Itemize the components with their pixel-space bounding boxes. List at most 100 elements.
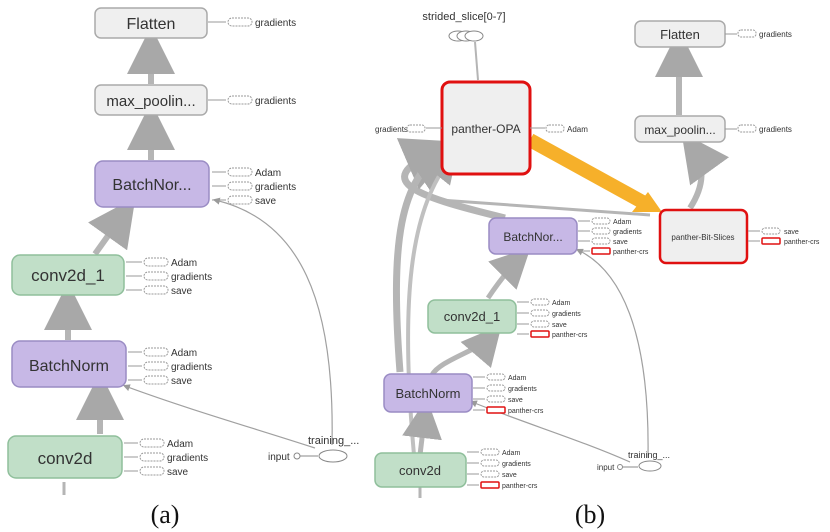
node-training-a[interactable]: training_... bbox=[308, 435, 359, 463]
svg-text:gradients: gradients bbox=[171, 272, 212, 283]
svg-text:save: save bbox=[508, 397, 523, 404]
caption-a: (a) bbox=[151, 500, 180, 529]
panel-a: gradients gradients Adam gradients save bbox=[7, 7, 359, 529]
svg-text:BatchNor...: BatchNor... bbox=[112, 177, 191, 194]
aux-maxpool-gradients: gradients bbox=[208, 95, 296, 107]
svg-text:gradients: gradients bbox=[255, 182, 296, 193]
aux-batchnorm-top-b-group: Adam gradients save panther-crs bbox=[578, 217, 649, 256]
svg-text:gradients: gradients bbox=[171, 362, 212, 373]
svg-text:panther-crs: panther-crs bbox=[613, 249, 649, 256]
svg-text:gradients: gradients bbox=[613, 229, 642, 236]
svg-text:training_...: training_... bbox=[628, 450, 670, 460]
edge-panther-strided bbox=[474, 41, 479, 81]
svg-text:Adam: Adam bbox=[613, 219, 631, 226]
node-conv2d1-b[interactable]: conv2d_1 bbox=[427, 299, 517, 334]
svg-text:max_poolin...: max_poolin... bbox=[106, 93, 195, 110]
node-batchnorm-b[interactable]: BatchNorm bbox=[383, 373, 473, 413]
node-strided-slice[interactable]: strided_slice[0-7] bbox=[422, 11, 506, 42]
edge-training-batchnorm bbox=[122, 384, 316, 449]
aux-conv2d1-b-group: Adam gradients save panther-crs bbox=[517, 298, 588, 339]
svg-text:gradients: gradients bbox=[759, 30, 792, 39]
svg-text:Adam: Adam bbox=[552, 300, 570, 307]
node-conv2d-b[interactable]: conv2d bbox=[374, 452, 467, 488]
svg-text:gradients: gradients bbox=[759, 125, 792, 134]
aux-maxpool-b-gradients: gradients bbox=[725, 124, 792, 134]
svg-text:conv2d_1: conv2d_1 bbox=[31, 266, 105, 285]
svg-text:Adam: Adam bbox=[502, 450, 520, 457]
node-flatten-b[interactable]: Flatten bbox=[634, 20, 726, 48]
aux-opa-adam: Adam bbox=[530, 124, 588, 134]
aux-flatten-gradients: gradients bbox=[208, 17, 296, 29]
edge-training-batchnorm-top-b bbox=[575, 248, 649, 459]
node-batchnorm-top-a[interactable]: BatchNor... bbox=[94, 160, 210, 208]
edge-conv2d-batchnorm-b bbox=[402, 398, 442, 456]
svg-text:save: save bbox=[171, 376, 193, 387]
svg-text:panther-crs: panther-crs bbox=[552, 332, 588, 339]
node-batchnorm-a[interactable]: BatchNorm bbox=[11, 340, 127, 388]
svg-text:conv2d: conv2d bbox=[399, 463, 441, 478]
svg-text:save: save bbox=[784, 229, 799, 236]
aux-batchnorm-b-group: Adam gradients save panther-crs bbox=[473, 373, 544, 415]
svg-text:Flatten: Flatten bbox=[660, 27, 700, 42]
svg-text:Flatten: Flatten bbox=[127, 16, 176, 33]
svg-text:input: input bbox=[268, 452, 290, 463]
aux-opa-gradients: gradients bbox=[375, 124, 442, 134]
svg-text:conv2d_1: conv2d_1 bbox=[444, 309, 500, 324]
edge-batchnorm-top-bitslices bbox=[439, 198, 651, 217]
svg-text:gradients: gradients bbox=[508, 386, 537, 393]
svg-text:conv2d: conv2d bbox=[38, 449, 93, 468]
node-input-b[interactable]: input bbox=[597, 463, 638, 472]
svg-text:panther-crs: panther-crs bbox=[502, 483, 538, 490]
svg-text:Adam: Adam bbox=[171, 348, 197, 359]
aux-batchnorm-group: Adam gradients save bbox=[128, 347, 212, 387]
svg-text:save: save bbox=[613, 239, 628, 246]
svg-text:panther-OPA: panther-OPA bbox=[451, 122, 520, 136]
svg-text:gradients: gradients bbox=[255, 18, 296, 29]
node-panther-bit-slices[interactable]: panther-Bit-Slices bbox=[658, 208, 749, 265]
svg-text:BatchNorm: BatchNorm bbox=[395, 386, 460, 401]
node-batchnorm-top-b[interactable]: BatchNor... bbox=[488, 217, 578, 255]
svg-text:save: save bbox=[502, 472, 517, 479]
aux-conv2d-b-group: Adam gradients save panther-crs bbox=[467, 448, 538, 490]
svg-text:save: save bbox=[552, 322, 567, 329]
node-maxpool-b[interactable]: max_poolin... bbox=[634, 115, 726, 143]
svg-text:gradients: gradients bbox=[255, 96, 296, 107]
edge-conv2d1-batchnorm bbox=[88, 197, 136, 256]
node-training-b[interactable]: training_... bbox=[628, 450, 670, 472]
svg-text:panther-crs: panther-crs bbox=[508, 408, 544, 415]
svg-text:Adam: Adam bbox=[508, 375, 526, 382]
panel-b-edges bbox=[392, 29, 730, 498]
edge-bitslices-maxpool bbox=[681, 132, 730, 210]
aux-conv2d-group: Adam gradients save bbox=[124, 438, 208, 478]
svg-text:Adam: Adam bbox=[171, 258, 197, 269]
node-panther-opa[interactable]: panther-OPA bbox=[440, 80, 532, 176]
edge-opa-bitslices-head bbox=[632, 192, 662, 212]
panel-b: strided_slice[0-7] panther-OPA gradients… bbox=[374, 11, 820, 529]
node-conv2d1-a[interactable]: conv2d_1 bbox=[11, 254, 125, 296]
svg-text:gradients: gradients bbox=[167, 453, 208, 464]
node-input-a[interactable]: input bbox=[268, 452, 318, 463]
edge-opa-bitslices bbox=[526, 133, 652, 212]
node-conv2d-a[interactable]: conv2d bbox=[7, 435, 123, 479]
svg-text:gradients: gradients bbox=[552, 311, 581, 318]
svg-text:panther-Bit-Slices: panther-Bit-Slices bbox=[671, 233, 734, 242]
svg-text:save: save bbox=[167, 467, 189, 478]
aux-batchnorm-top-group: Adam gradients save bbox=[212, 167, 296, 207]
svg-text:gradients: gradients bbox=[375, 125, 408, 134]
svg-text:strided_slice[0-7]: strided_slice[0-7] bbox=[422, 11, 505, 23]
svg-text:BatchNor...: BatchNor... bbox=[503, 230, 562, 244]
node-maxpool-a[interactable]: max_poolin... bbox=[94, 84, 208, 116]
svg-text:Adam: Adam bbox=[255, 168, 281, 179]
svg-text:max_poolin...: max_poolin... bbox=[644, 123, 715, 137]
node-flatten-a[interactable]: Flatten bbox=[94, 7, 208, 39]
svg-text:Adam: Adam bbox=[567, 125, 588, 134]
edge-batchnorm-conv2d1-b bbox=[429, 324, 502, 377]
svg-text:input: input bbox=[597, 463, 615, 472]
edge-training-batchnorm-top bbox=[212, 197, 333, 446]
panel-a-edges bbox=[44, 26, 333, 495]
svg-text:panther-crs: panther-crs bbox=[784, 239, 820, 246]
svg-text:Adam: Adam bbox=[167, 439, 193, 450]
svg-text:save: save bbox=[255, 196, 277, 207]
panel-a-aux: gradients gradients Adam gradients save bbox=[124, 17, 296, 478]
